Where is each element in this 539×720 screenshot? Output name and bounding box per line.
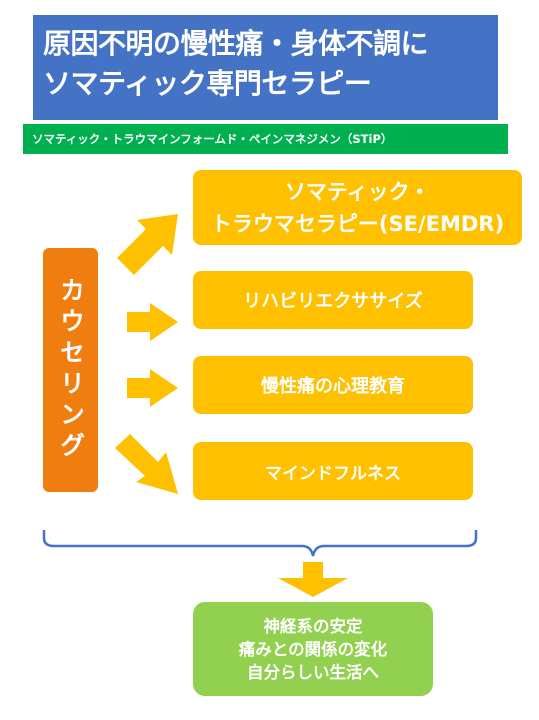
title-line-1: 原因不明の慢性痛・身体不調に bbox=[43, 27, 429, 60]
therapy-somatic-line-2: トラウマセラピー(SE/EMDR) bbox=[210, 211, 505, 236]
title-box: 原因不明の慢性痛・身体不調に ソマティック専門セラピー bbox=[33, 15, 498, 120]
arrow-down-icon bbox=[278, 562, 348, 597]
counseling-label: カウセリング bbox=[56, 277, 86, 463]
arrow-down-right-icon bbox=[115, 434, 178, 494]
arrow-up-right-icon bbox=[117, 214, 178, 275]
counseling-box: カウセリング bbox=[43, 248, 98, 492]
arrow-right-icon bbox=[127, 369, 178, 407]
bracket bbox=[42, 530, 478, 557]
outcome-line-1: 神経系の安定 bbox=[263, 616, 363, 636]
outcome-box: 神経系の安定 痛みとの関係の変化 自分らしい生活へ bbox=[193, 602, 433, 696]
therapy-somatic: ソマティック・ トラウマセラピー(SE/EMDR) bbox=[193, 170, 522, 245]
title-line-2: ソマティック専門セラピー bbox=[43, 67, 372, 100]
arrow-right-icon bbox=[127, 303, 178, 341]
outcome-line-3: 自分らしい生活へ bbox=[247, 662, 379, 682]
therapy-somatic-line-1: ソマティック・ bbox=[284, 179, 431, 204]
outcome-line-2: 痛みとの関係の変化 bbox=[238, 639, 388, 659]
therapy-rehab: リハビリエクササイズ bbox=[193, 271, 473, 329]
therapy-mindfulness: マインドフルネス bbox=[193, 442, 473, 500]
subtitle-bar: ソマティック・トラウマインフォームド・ペインマネジメン（STiP） bbox=[23, 124, 508, 154]
therapy-education: 慢性痛の心理教育 bbox=[193, 356, 473, 414]
